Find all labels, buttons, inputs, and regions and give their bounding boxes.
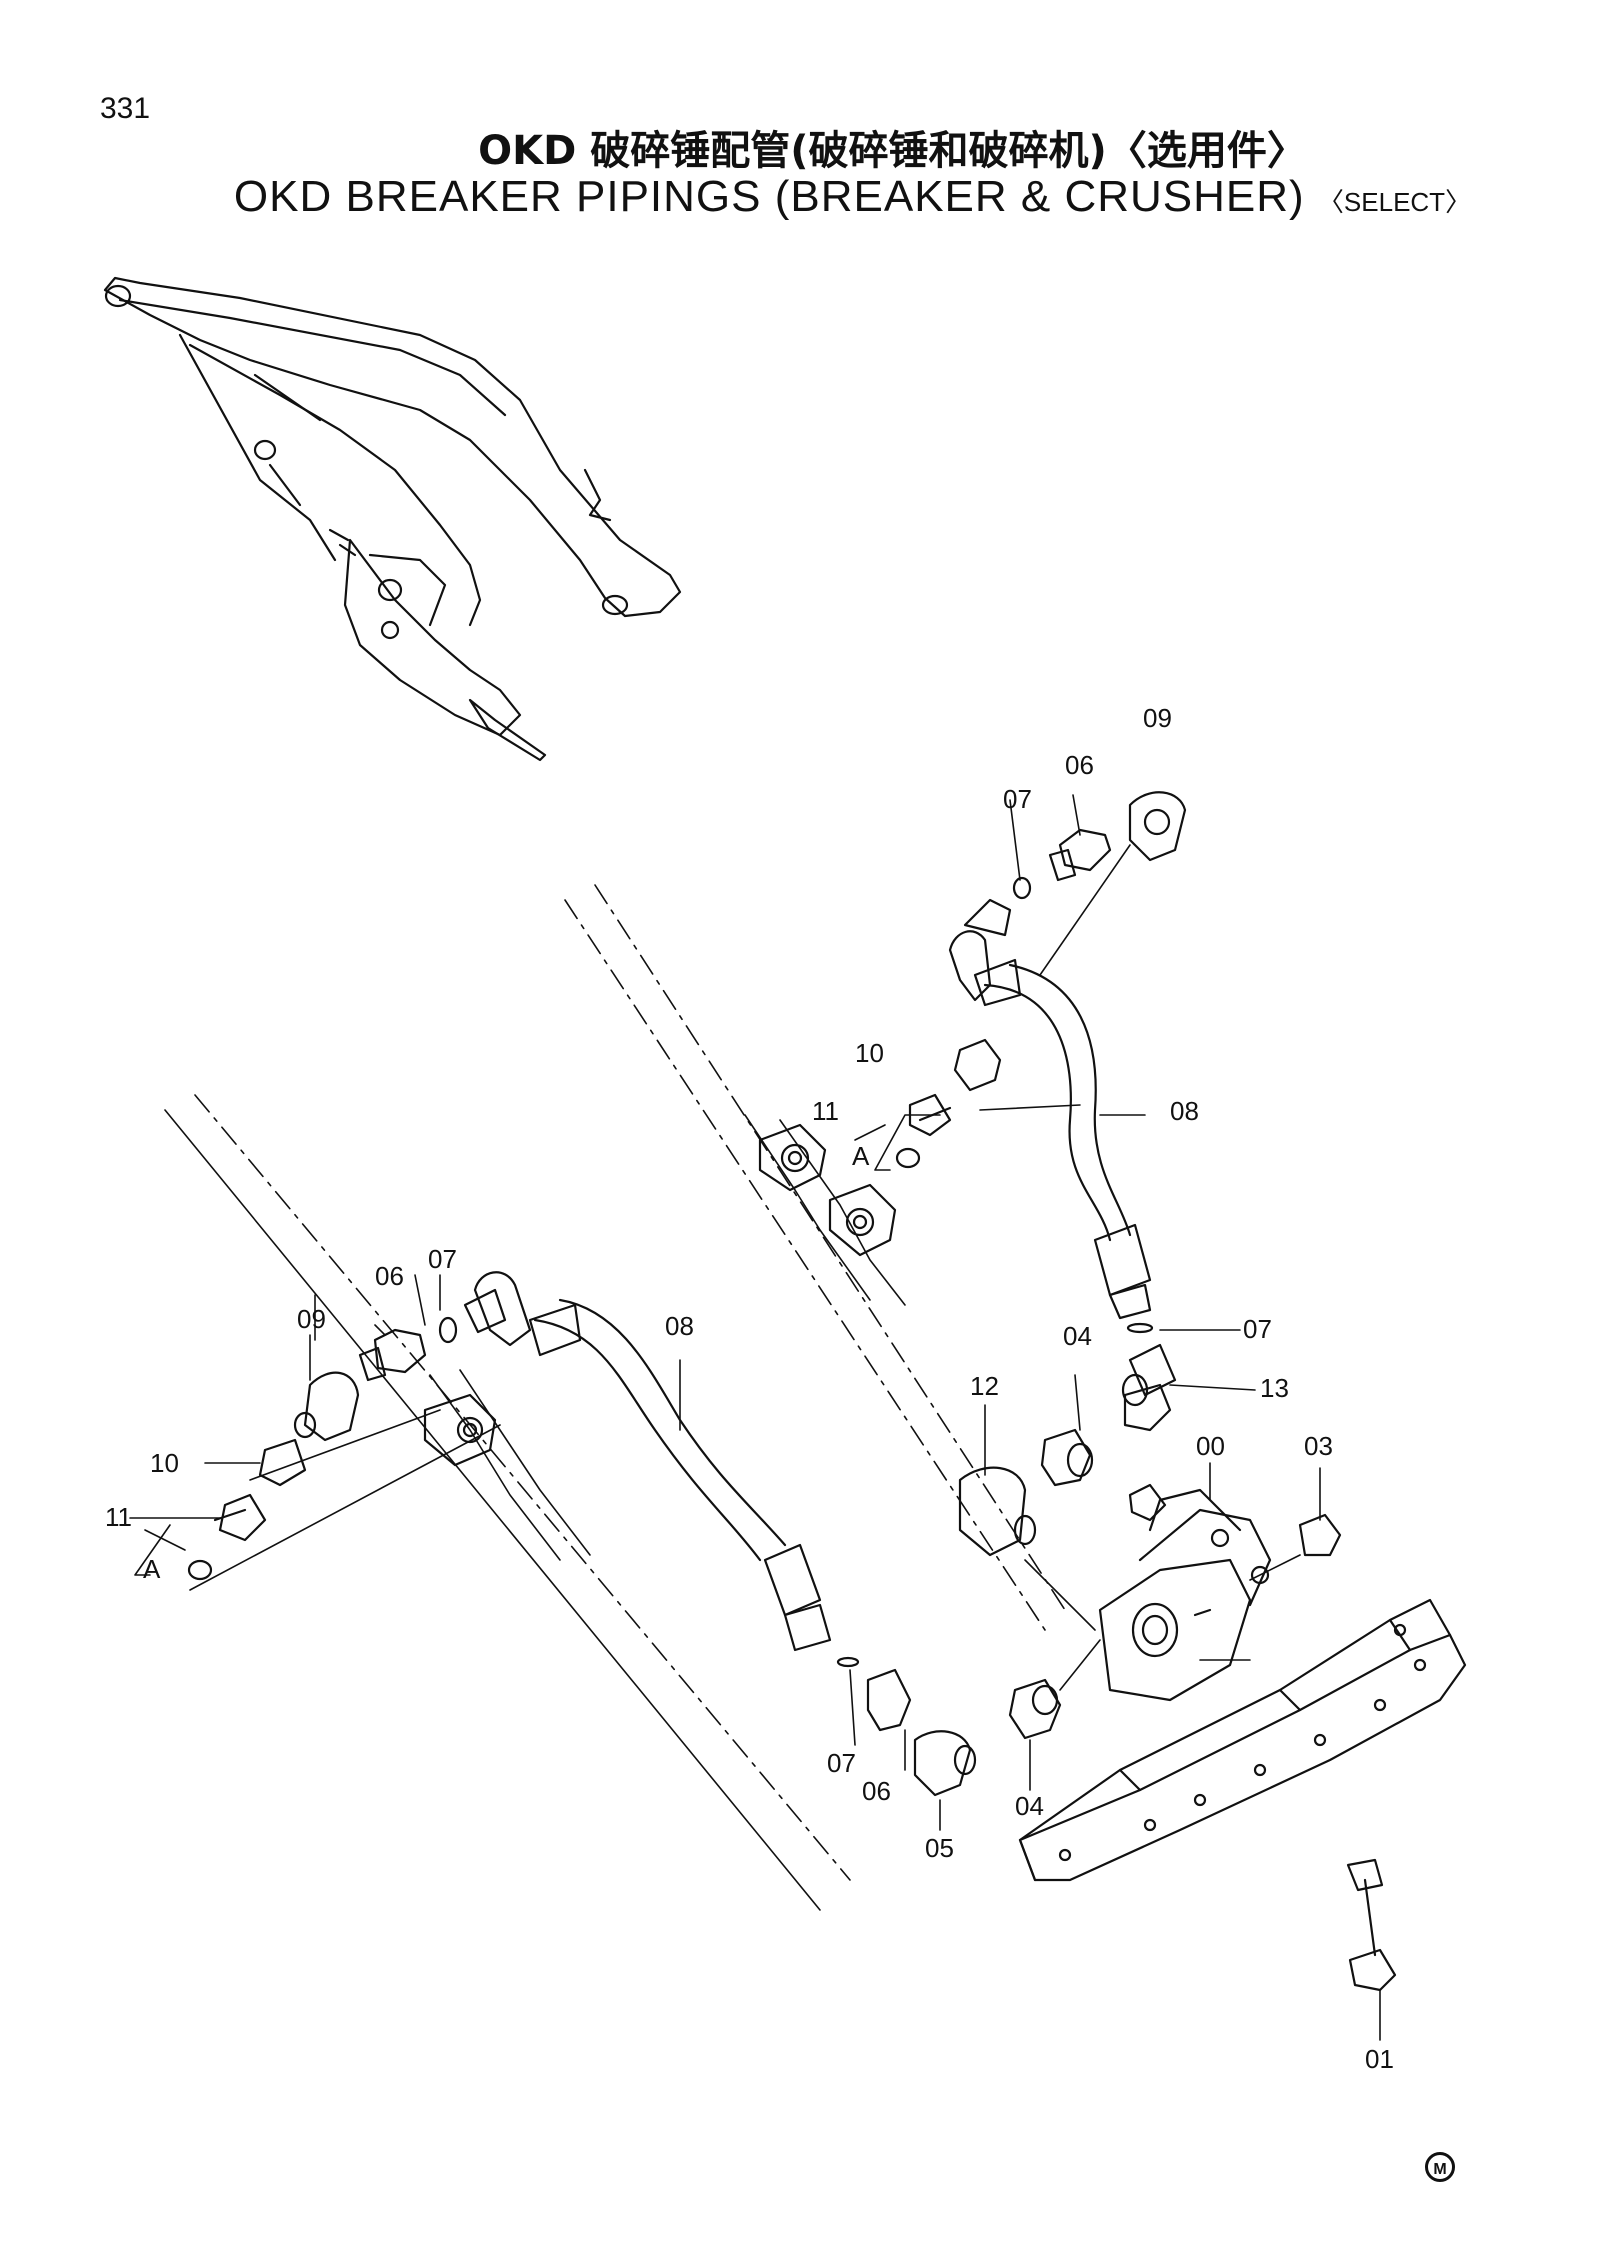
label-09-left: 09: [297, 1304, 326, 1334]
label-04-bottom: 04: [1015, 1791, 1044, 1821]
m-mark-icon: M: [1425, 2152, 1455, 2182]
label-a-top: A: [852, 1141, 870, 1171]
leader-lines: [129, 794, 1381, 2041]
label-a-left: A: [143, 1554, 161, 1584]
label-13: 13: [1260, 1373, 1289, 1403]
label-12: 12: [970, 1371, 999, 1401]
title-english: OKD BREAKER PIPINGS (BREAKER & CRUSHER) …: [0, 172, 1615, 222]
title-english-main: OKD BREAKER PIPINGS (BREAKER & CRUSHER): [233, 172, 1305, 221]
label-10-top: 10: [855, 1038, 884, 1068]
label-06-bottom: 06: [862, 1776, 891, 1806]
lower-hose: [463, 1271, 832, 1652]
label-06-left: 06: [375, 1261, 404, 1291]
label-09-top: 09: [1143, 703, 1172, 733]
label-00: 00: [1196, 1431, 1225, 1461]
label-07-right: 07: [1243, 1314, 1272, 1344]
page-number: 331: [100, 92, 151, 125]
label-07-top: 07: [1003, 784, 1032, 814]
label-05: 05: [925, 1833, 954, 1863]
arm-port-blocks: [423, 1123, 897, 1467]
label-03: 03: [1304, 1431, 1333, 1461]
label-04-right: 04: [1063, 1321, 1092, 1351]
label-11-left: 11: [105, 1502, 132, 1532]
label-08-top: 08: [1170, 1096, 1199, 1126]
excavator-arm-illustration: [103, 276, 682, 762]
label-08-left: 08: [665, 1311, 694, 1341]
lower-left-fittings: [187, 1316, 458, 1581]
arm-reference-lines: [164, 884, 1066, 1911]
label-06-top: 06: [1065, 750, 1094, 780]
title-chinese: OKD 破碎锤配管(破碎锤和破碎机)〈选用件〉: [478, 128, 1307, 174]
lower-right-fittings: [836, 1383, 1342, 1797]
label-11-top: 11: [812, 1096, 839, 1126]
label-07-left: 07: [428, 1244, 457, 1274]
mounting-bracket: [1018, 1598, 1467, 1992]
upper-hose: [948, 898, 1152, 1320]
label-07-bottom: 07: [827, 1748, 856, 1778]
label-01: 01: [1365, 2044, 1394, 2074]
part-labels: 09 06 07 10 11 A 08 07 04 13 12 00 03 07…: [105, 703, 1394, 2074]
label-10-left: 10: [150, 1448, 179, 1478]
upper-fittings: [895, 791, 1187, 1407]
title-english-select: 〈SELECT〉: [1317, 187, 1472, 217]
